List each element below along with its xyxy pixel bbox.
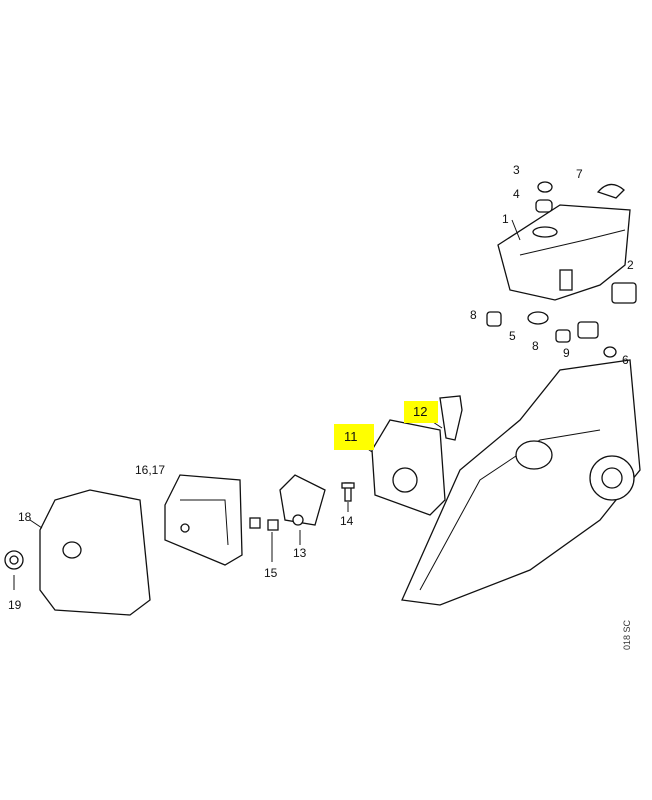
callout-6[interactable]: 6 bbox=[622, 353, 629, 367]
callout-8[interactable]: 8 bbox=[470, 308, 477, 322]
drawing-code: 018 SC bbox=[622, 619, 632, 650]
part-12-plate bbox=[439, 395, 463, 441]
part-7-cap bbox=[596, 183, 625, 199]
callout-19[interactable]: 19 bbox=[8, 598, 22, 612]
part-14-screw bbox=[341, 482, 355, 502]
highlight-11 bbox=[334, 424, 374, 450]
part-4-grommet bbox=[535, 199, 553, 213]
callout-18[interactable]: 18 bbox=[18, 510, 32, 524]
part-5-grommet bbox=[527, 311, 549, 325]
callout-9[interactable]: 9 bbox=[563, 346, 570, 360]
part-8-bushing bbox=[486, 311, 502, 327]
callout-2[interactable]: 2 bbox=[627, 258, 634, 272]
nut bbox=[249, 517, 261, 529]
callout-13[interactable]: 13 bbox=[293, 546, 307, 560]
callout-12[interactable]: 12 bbox=[413, 404, 428, 419]
callout-7[interactable]: 7 bbox=[576, 167, 583, 181]
part-15-nut bbox=[267, 519, 279, 531]
callout-11[interactable]: 11 bbox=[344, 429, 358, 444]
part-8b-bushing bbox=[555, 329, 571, 343]
part-13-adapter bbox=[279, 474, 326, 526]
part-6-nut bbox=[603, 346, 617, 358]
part-11-baffle bbox=[371, 419, 446, 516]
part-16-17-air-filter bbox=[164, 474, 243, 566]
part-19-knob bbox=[4, 550, 24, 570]
callout-15[interactable]: 15 bbox=[264, 566, 278, 580]
callout-4[interactable]: 4 bbox=[513, 187, 520, 201]
highlight-12 bbox=[404, 401, 438, 423]
part-3-plug bbox=[537, 181, 553, 193]
callout-3[interactable]: 3 bbox=[513, 163, 520, 177]
part-9-block bbox=[577, 321, 599, 339]
part-1-shroud bbox=[497, 204, 631, 301]
callout-16-17[interactable]: 16,17 bbox=[135, 463, 166, 477]
callout-8b[interactable]: 8 bbox=[532, 339, 539, 353]
callout-5[interactable]: 5 bbox=[509, 329, 516, 343]
leader-lines bbox=[13, 219, 521, 590]
part-18-cover bbox=[39, 489, 151, 616]
part-2-latch bbox=[611, 282, 637, 304]
engine-housing bbox=[401, 359, 641, 606]
callout-14[interactable]: 14 bbox=[340, 514, 354, 528]
callout-1[interactable]: 1 bbox=[502, 212, 509, 226]
